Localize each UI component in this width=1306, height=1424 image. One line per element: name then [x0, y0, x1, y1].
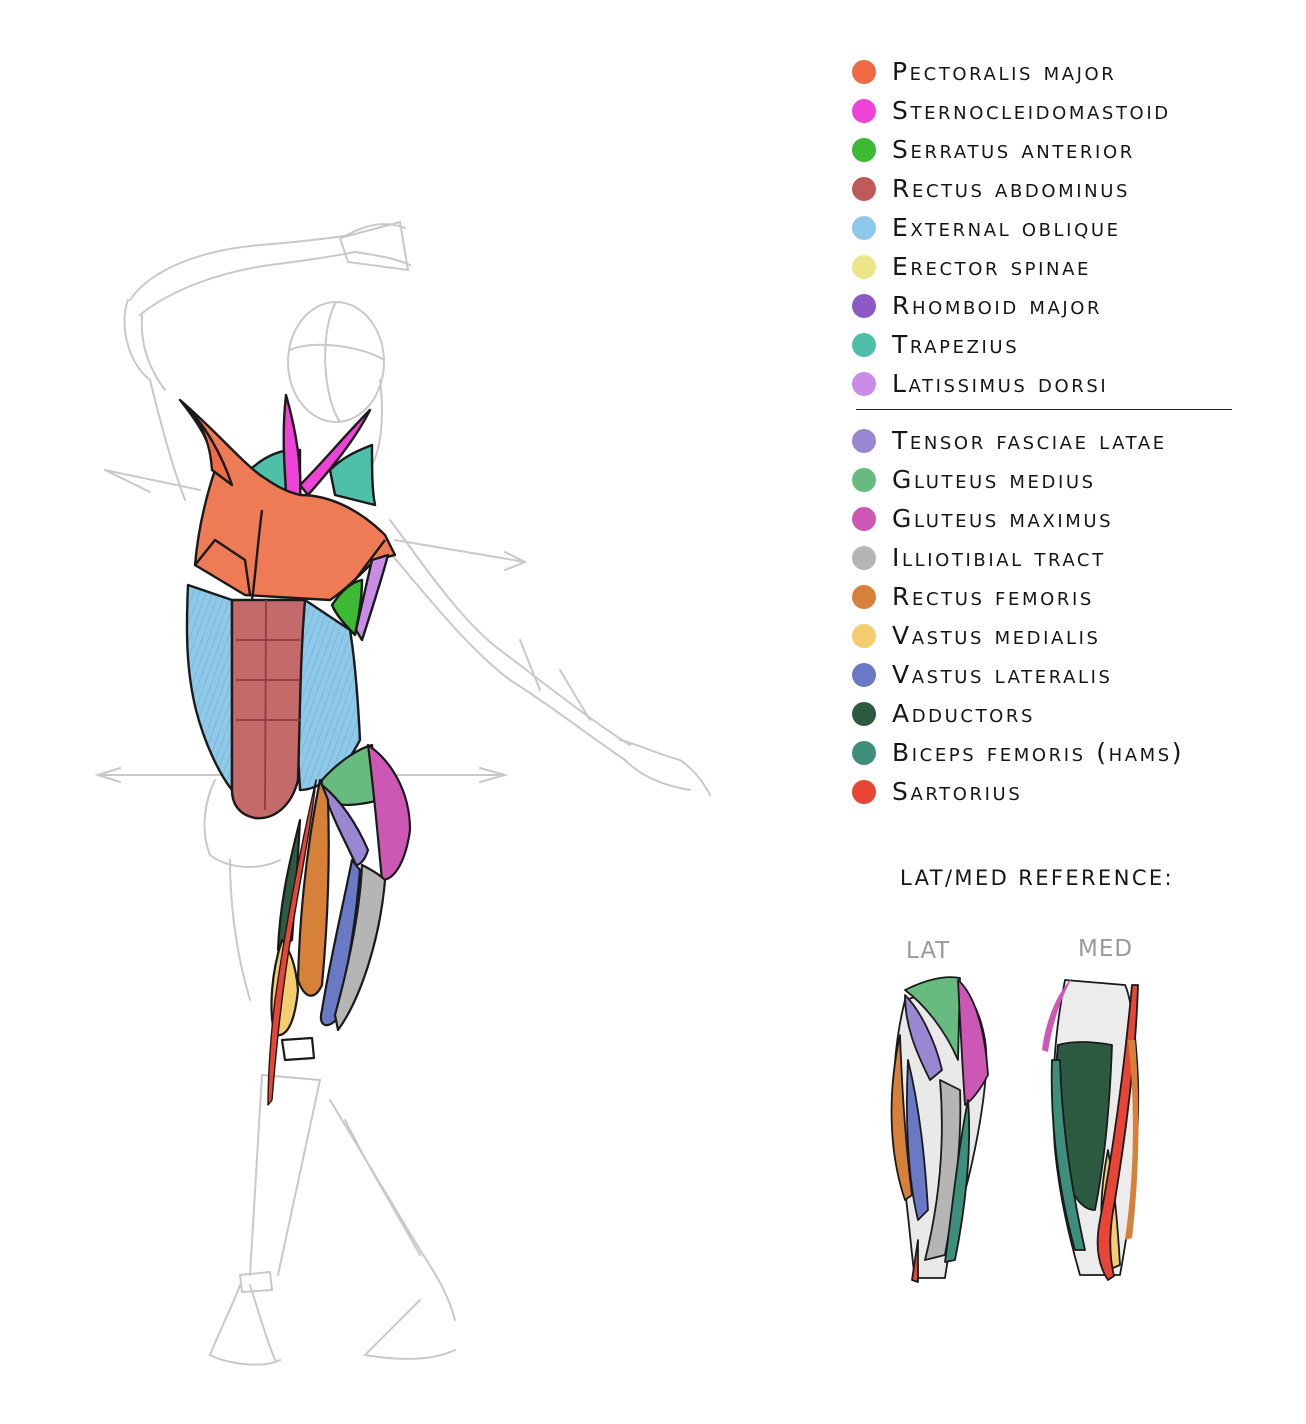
vastus-lateralis-shape — [905, 1059, 929, 1221]
biceps-femoris-shape — [944, 1099, 971, 1263]
lateral-tag: LAT — [906, 938, 951, 964]
legend-color-dot — [852, 255, 876, 279]
abdominal-segments — [236, 599, 300, 811]
legend-item: Serratus anterior — [842, 130, 1272, 169]
legend-item: Vastus medialis — [842, 616, 1272, 655]
legend-item: Sartorius — [842, 772, 1272, 811]
legend-label: Trapezius — [892, 330, 1020, 359]
legend-item: External oblique — [842, 208, 1272, 247]
lower-body-legend: Tensor fasciae latae Gluteus medius Glut… — [842, 421, 1272, 811]
legend-item: Tensor fasciae latae — [842, 421, 1272, 460]
legend-item: Pectoralis major — [842, 52, 1272, 91]
legend-color-dot — [852, 546, 876, 570]
reference-title: LAT/MED REFERENCE: — [900, 866, 1175, 890]
legend-label: Erector spinae — [892, 252, 1092, 281]
construction-sketch — [94, 220, 711, 1366]
rectus-abdominus-shape — [230, 598, 307, 820]
gluteus-medius-shape — [904, 976, 961, 1061]
legend-label: Illiotibial tract — [892, 543, 1106, 572]
pectoralis-major-shape — [183, 403, 234, 487]
legend-color-dot — [852, 216, 876, 240]
legend-label: Tensor fasciae latae — [892, 426, 1167, 455]
legend-item: Biceps femoris (hams) — [842, 733, 1272, 772]
legend-item: Illiotibial tract — [842, 538, 1272, 577]
sartorius-shape — [1096, 984, 1139, 1281]
gluteus-maximus-shape — [366, 743, 412, 882]
legend-color-dot — [852, 429, 876, 453]
legend-item: Adductors — [842, 694, 1272, 733]
sartorius-shape — [267, 779, 317, 1106]
legend-label: Rectus femoris — [892, 582, 1094, 611]
legend-label: Biceps femoris (hams) — [892, 738, 1185, 767]
rectus-femoris-shape — [296, 778, 330, 997]
tensor-fasciae-latae-shape — [320, 783, 370, 867]
upper-body-legend: Pectoralis major Sternocleidomastoid Ser… — [842, 52, 1272, 403]
biceps-femoris-shape — [1050, 1059, 1086, 1251]
rectus-femoris-shape — [890, 1034, 913, 1201]
legend-item: Erector spinae — [842, 247, 1272, 286]
legend-color-dot — [852, 741, 876, 765]
legend-color-dot — [852, 468, 876, 492]
legend-item: Sternocleidomastoid — [842, 91, 1272, 130]
legend-color-dot — [852, 333, 876, 357]
legend-item: Trapezius — [842, 325, 1272, 364]
legend-divider — [842, 403, 1272, 421]
legend-label: Rectus abdominus — [892, 174, 1131, 203]
legend-color-dot — [852, 99, 876, 123]
sternocleidomastoid-shape — [298, 408, 372, 497]
gluteus-maximus-shape — [957, 979, 989, 1106]
legend-label: Vastus medialis — [892, 621, 1101, 650]
legend-item: Rhomboid major — [842, 286, 1272, 325]
legend-color-dot — [852, 663, 876, 687]
legend-label: Serratus anterior — [892, 135, 1135, 164]
oblique-hatching — [186, 585, 232, 790]
medial-thigh-reference — [1042, 978, 1140, 1281]
legend-color-dot — [852, 585, 876, 609]
legend-label: External oblique — [892, 213, 1121, 242]
sternocleidomastoid-shape — [282, 393, 302, 502]
legend-item: Gluteus medius — [842, 460, 1272, 499]
medial-tag: MED — [1078, 936, 1134, 962]
legend-label: Gluteus medius — [892, 465, 1096, 494]
legend-item: Rectus abdominus — [842, 169, 1272, 208]
knee-outline — [280, 1036, 316, 1062]
legend-label: Gluteus maximus — [892, 504, 1114, 533]
serratus-anterior-shape — [330, 578, 364, 637]
legend-color-dot — [852, 780, 876, 804]
legend-color-dot — [852, 507, 876, 531]
legend-color-dot — [852, 138, 876, 162]
legend-label: Pectoralis major — [892, 57, 1117, 86]
legend-item: Gluteus maximus — [842, 499, 1272, 538]
gluteus-maximus-shape — [1042, 978, 1072, 1052]
legend-item: Latissimus dorsi — [842, 364, 1272, 403]
legend-label: Latissimus dorsi — [892, 369, 1109, 398]
legend-label: Adductors — [892, 699, 1036, 728]
muscle-legend: Pectoralis major Sternocleidomastoid Ser… — [842, 52, 1272, 811]
latissimus-dorsi-shape — [354, 553, 390, 642]
legend-color-dot — [852, 372, 876, 396]
legend-label: Rhomboid major — [892, 291, 1103, 320]
legend-item: Rectus femoris — [842, 577, 1272, 616]
legend-color-dot — [852, 624, 876, 648]
leg-muscles — [267, 743, 412, 1106]
legend-label: Sternocleidomastoid — [892, 96, 1171, 125]
legend-label: Sartorius — [892, 777, 1023, 806]
legend-color-dot — [852, 294, 876, 318]
legend-label: Vastus lateralis — [892, 660, 1113, 689]
torso-muscles — [178, 393, 397, 820]
oblique-hatching — [295, 600, 360, 790]
illiotibial-tract-shape — [333, 863, 387, 1032]
trapezius-shape — [328, 443, 377, 507]
legend-color-dot — [852, 60, 876, 84]
vastus-lateralis-shape — [319, 858, 362, 1027]
lateral-thigh-reference — [890, 976, 989, 1283]
tensor-fasciae-latae-shape — [904, 994, 943, 1081]
rectus-femoris-shape — [1125, 1040, 1139, 1240]
legend-item: Vastus lateralis — [842, 655, 1272, 694]
legend-color-dot — [852, 177, 876, 201]
legend-color-dot — [852, 702, 876, 726]
sartorius-shape — [911, 1239, 919, 1283]
